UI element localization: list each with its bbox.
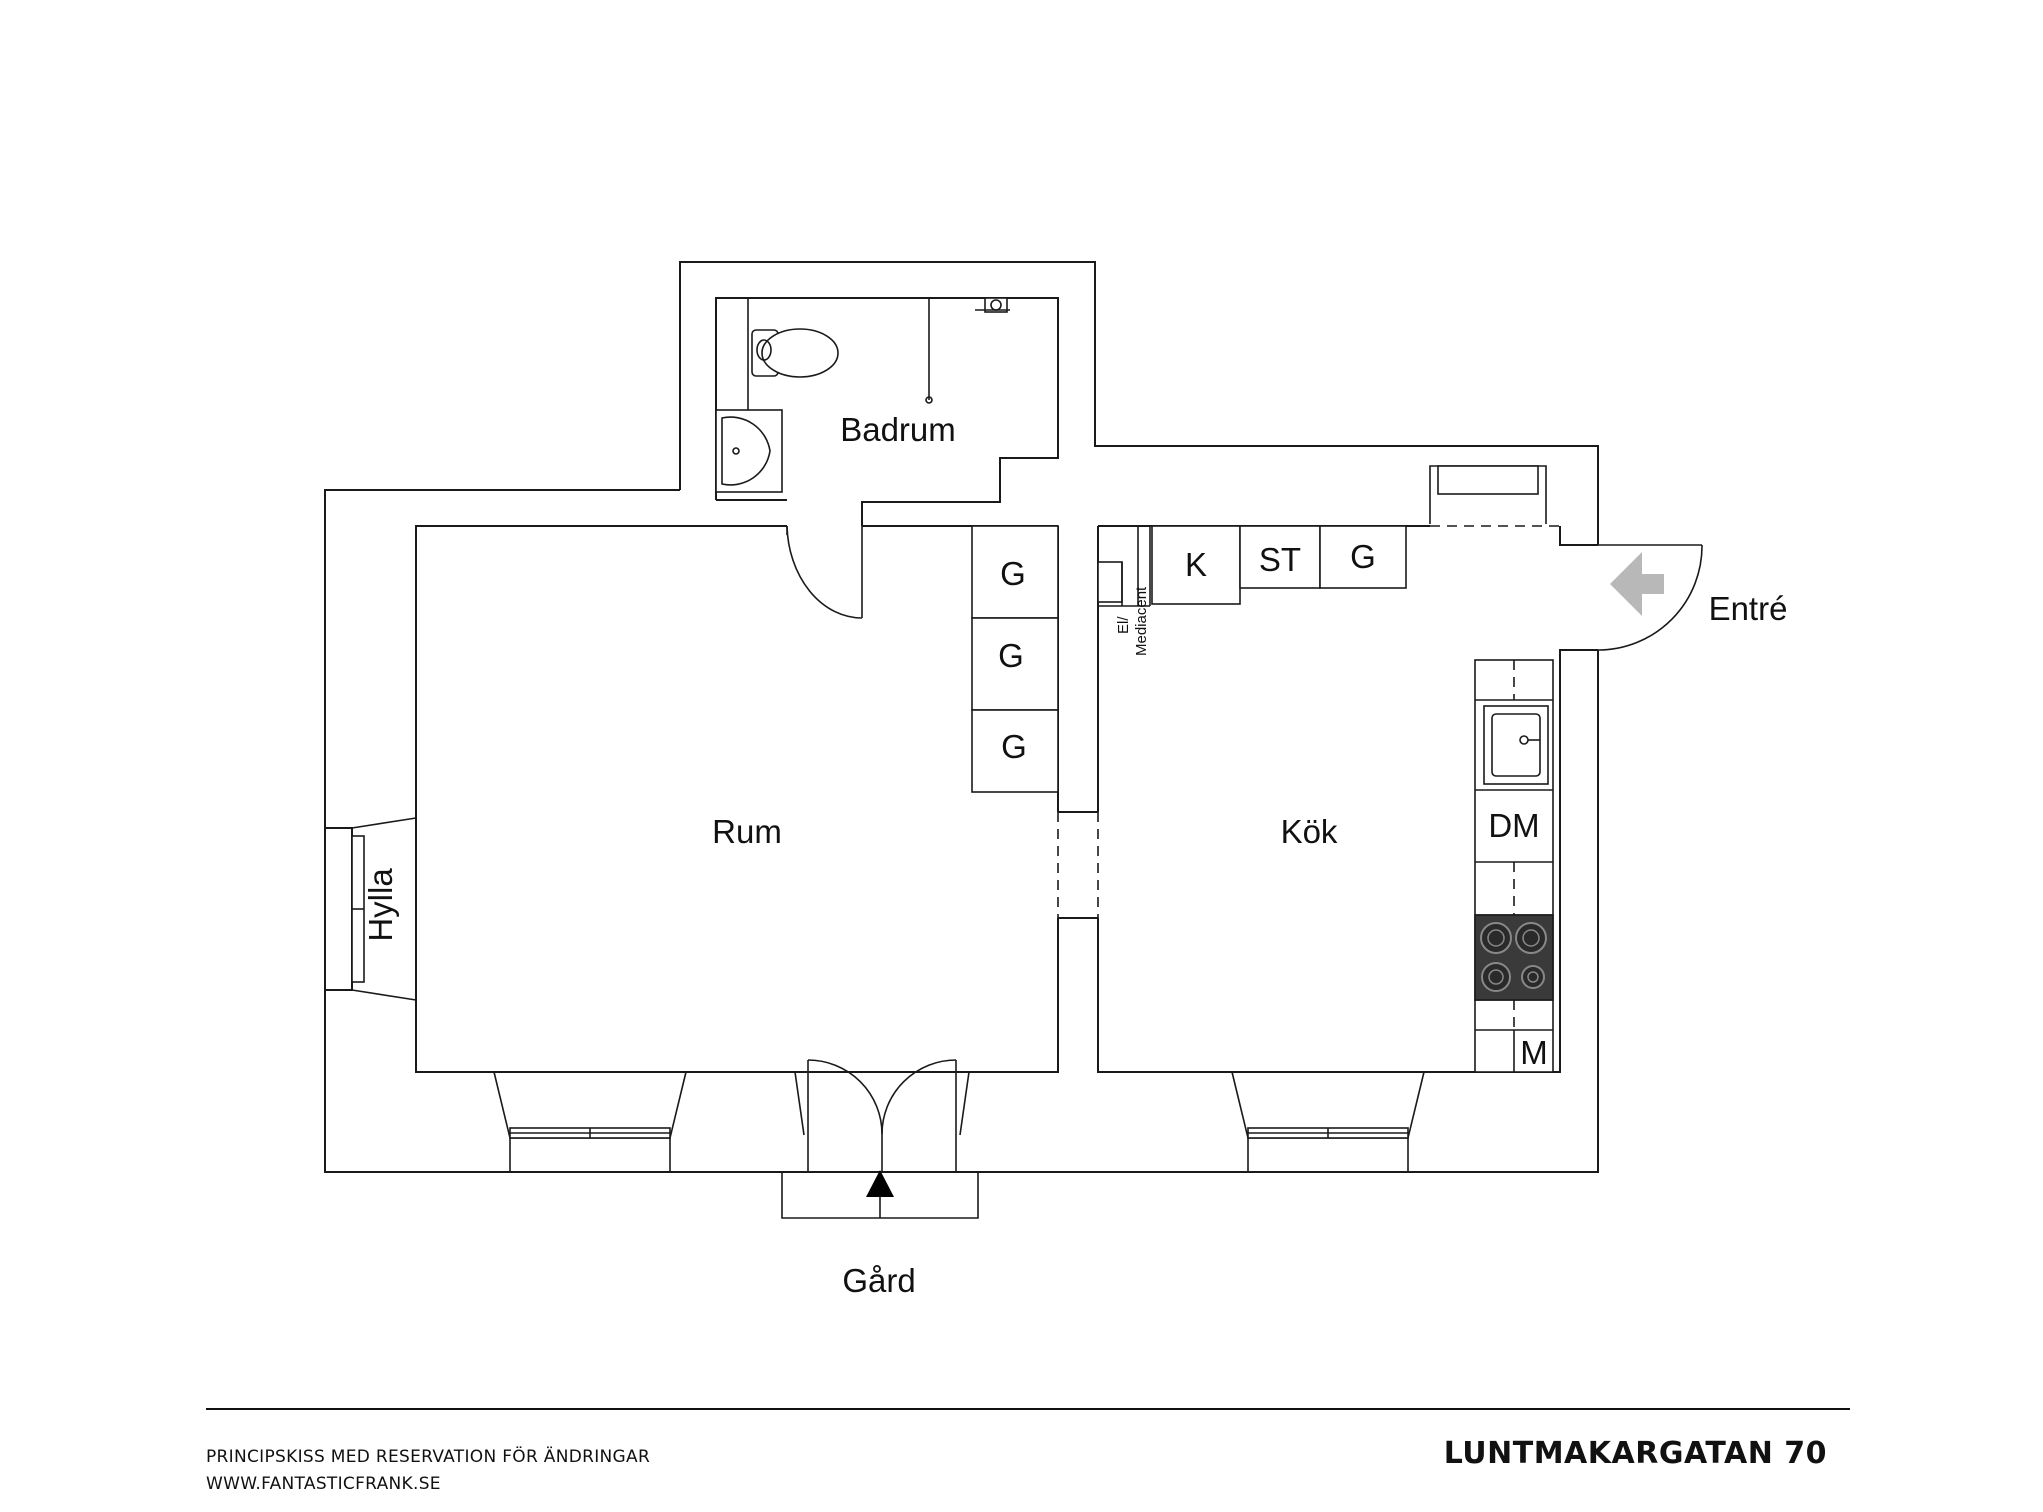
- kitchen-sink-icon: [1483, 705, 1549, 785]
- bathroom-sink-icon: [715, 409, 783, 493]
- wardrobe-label: G: [1000, 555, 1026, 592]
- website-text: WWW.FANTASTICFRANK.SE: [206, 1474, 441, 1494]
- stove-icon: [1474, 914, 1554, 1001]
- media-cabinet: [1097, 526, 1151, 607]
- disclaimer-text: PRINCIPSKISS MED RESERVATION FÖR ÄNDRING…: [206, 1447, 651, 1467]
- footer-rule: [206, 1408, 1850, 1410]
- outer-walls: [324, 261, 1599, 1173]
- hylla-label: Hylla: [362, 868, 399, 942]
- bathroom-walls: [715, 297, 1059, 526]
- wardrobe-label: G: [998, 637, 1024, 674]
- entrance-door: [1597, 544, 1703, 651]
- courtyard-entry-arrow-icon: [866, 1170, 894, 1197]
- rum-label: Rum: [712, 813, 782, 850]
- kitchen-top-units: [1151, 525, 1407, 605]
- rum-wardrobes: [971, 525, 1059, 793]
- toilet-icon: [751, 328, 839, 378]
- entrance-arrow-icon: [1610, 552, 1664, 616]
- bathroom-door: [786, 525, 863, 619]
- rum-window: [493, 1071, 687, 1172]
- kok-label: Kök: [1281, 813, 1338, 850]
- badrum-label: Badrum: [840, 411, 956, 448]
- media-label-line2: Mediacent: [1133, 586, 1150, 656]
- radiator: [1429, 465, 1547, 524]
- microwave-label: M: [1520, 1034, 1548, 1071]
- entre-label: Entré: [1709, 590, 1788, 627]
- courtyard-door: [794, 1059, 970, 1172]
- address-title: LUNTMAKARGATAN 70: [1443, 1436, 1827, 1471]
- media-label-line1: El/: [1115, 616, 1132, 634]
- shower-icon: [925, 297, 1010, 404]
- kitchen-wardrobe-label: G: [1350, 538, 1376, 575]
- kok-window: [1231, 1071, 1425, 1172]
- dishwasher-label: DM: [1488, 807, 1539, 844]
- shelf-bay: [325, 817, 417, 1001]
- wardrobe-label: G: [1001, 728, 1027, 765]
- gard-label: Gård: [842, 1262, 915, 1299]
- tall-cabinet-label: ST: [1259, 541, 1301, 578]
- fridge-label: K: [1185, 546, 1207, 583]
